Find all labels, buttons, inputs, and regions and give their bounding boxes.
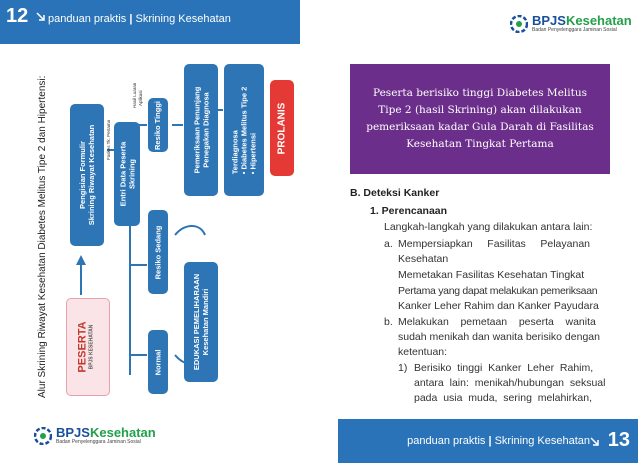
footer-title: Skrining Kesehatan: [494, 435, 590, 447]
page-number: 13: [607, 429, 630, 451]
page-footer: panduan praktis | Skrining Kesehatan 13: [338, 419, 638, 463]
item-c1-line3: pada usia muda, sering melahirkan,: [414, 392, 593, 404]
edukasi-line2: Kesehatan Mandiri: [201, 288, 211, 356]
entri-line1: Entri Data Peserta: [118, 141, 127, 207]
brand-logo-top: BPJSKesehatan Badan Penyelenggara Jamina…: [510, 14, 632, 34]
section-intro: Langkah-langkah yang dilakukan antara la…: [384, 221, 593, 233]
risiko-sedang-box: Resiko Sedang: [148, 210, 168, 294]
item-c1-line1: Berisiko tinggi Kanker Leher Rahim,: [414, 362, 594, 374]
item-b-line3: ketentuan:: [398, 346, 448, 358]
header-title: Skrining Kesehatan: [135, 13, 231, 25]
brand-part2: Kesehatan: [89, 425, 156, 440]
arrow-down-right-icon: [36, 12, 45, 21]
pemeriksaan-line1: Pemeriksaan Penunjang: [192, 86, 202, 174]
section-heading: B. Deteksi Kanker: [350, 187, 440, 199]
flow-side-label: Alur Skrining Riwayat Kesehatan Diabetes…: [37, 75, 48, 398]
page-header: 12 panduan praktis | Skrining Kesehatan: [0, 0, 300, 44]
terdiagnosa-box: Terdiagnosa • Diabetes Melitus Tipe 2 • …: [224, 64, 264, 196]
item-c1-label: 1): [398, 362, 408, 374]
arrow-down-right-icon: [590, 437, 599, 446]
hasil-line1: Hasil Luaran: [132, 82, 137, 108]
item-c1-line2: antara lain: menikah/hubungan seksual: [414, 377, 606, 389]
peserta-sub: BPJS KESEHATAN: [89, 324, 96, 370]
risiko-sedang-label: Resiko Sedang: [153, 225, 163, 279]
brand-tagline: Badan Penyelenggara Jaminan Sosial: [532, 27, 617, 33]
pemeriksaan-box: Pemeriksaan Penunjang Penegakan Diagnosa: [184, 64, 218, 196]
normal-box: Normal: [148, 330, 168, 394]
formulir-line2: Skrining Riwayat Kesehatan: [87, 124, 97, 226]
brand-logo-bottom: BPJSKesehatan Badan Penyelenggara Jamina…: [34, 426, 156, 446]
item-a-para1: Memetakan Fasilitas Kesehatan Tingkat: [398, 269, 585, 281]
normal-label: Normal: [153, 349, 163, 375]
pemeriksaan-line2: Penegakan Diagnosa: [201, 92, 211, 168]
terdiagnosa-label: Terdiagnosa: [230, 129, 240, 174]
prolanis-label: PROLANIS: [276, 102, 288, 154]
brand-part1: BPJS: [532, 13, 566, 28]
guide-label: panduan praktis: [407, 435, 486, 447]
risiko-tinggi-box: Resiko Tinggi: [148, 98, 168, 152]
terdiagnosa-dm: • Diabetes Melitus Tipe 2: [239, 86, 249, 174]
item-b-line2: sudah menikah dan wanita berisiko dengan: [398, 331, 600, 343]
guide-label: panduan praktis: [48, 13, 127, 25]
terdiagnosa-hipertensi: • Hipertensi: [248, 132, 258, 174]
risiko-tinggi-label: Resiko Tinggi: [153, 100, 163, 150]
bpjs-logo-icon: [34, 427, 52, 445]
callout-text: Peserta berisiko tinggi Diabetes Melitus…: [366, 87, 594, 150]
hasil-line2: Aplikasi: [138, 90, 143, 106]
item-b-label: b.: [384, 316, 393, 328]
entri-line2: Skrining: [127, 159, 136, 190]
item-a-line1: Mempersiapkan Fasilitas Pelayanan: [398, 238, 591, 250]
faskes-label: Faskes Tk. Pertama: [106, 119, 111, 160]
page-number: 12: [6, 5, 29, 27]
entri-box: Entri Data Peserta Skrining: [114, 122, 140, 226]
item-b-line1: Melakukan pemetaan peserta wanita: [398, 316, 596, 328]
brand-part2: Kesehatan: [565, 13, 632, 28]
edukasi-line1: EDUKASI PEMELIHARAAN: [192, 273, 202, 371]
bpjs-logo-icon: [510, 15, 528, 33]
formulir-line1: Pengisian Formulir: [78, 141, 88, 209]
brand-tagline: Badan Penyelenggara Jaminan Sosial: [56, 439, 141, 445]
item-a-label: a.: [384, 238, 393, 250]
edukasi-box: EDUKASI PEMELIHARAAN Kesehatan Mandiri: [184, 262, 218, 382]
item-a-para3: Kanker Leher Rahim dan Kanker Payudara: [398, 300, 599, 312]
prolanis-box: PROLANIS: [270, 80, 294, 176]
item-a-para2: Pertama yang dapat melakukan pemeriksaan: [398, 285, 598, 297]
callout-box: Peserta berisiko tinggi Diabetes Melitus…: [350, 64, 610, 174]
formulir-box: Pengisian Formulir Skrining Riwayat Kese…: [70, 104, 104, 246]
brand-part1: BPJS: [56, 425, 90, 440]
section-subheading: 1. Perencanaan: [370, 205, 448, 217]
item-a-line2: Kesehatan: [398, 253, 449, 265]
peserta-box: PESERTA BPJS KESEHATAN: [66, 298, 110, 396]
